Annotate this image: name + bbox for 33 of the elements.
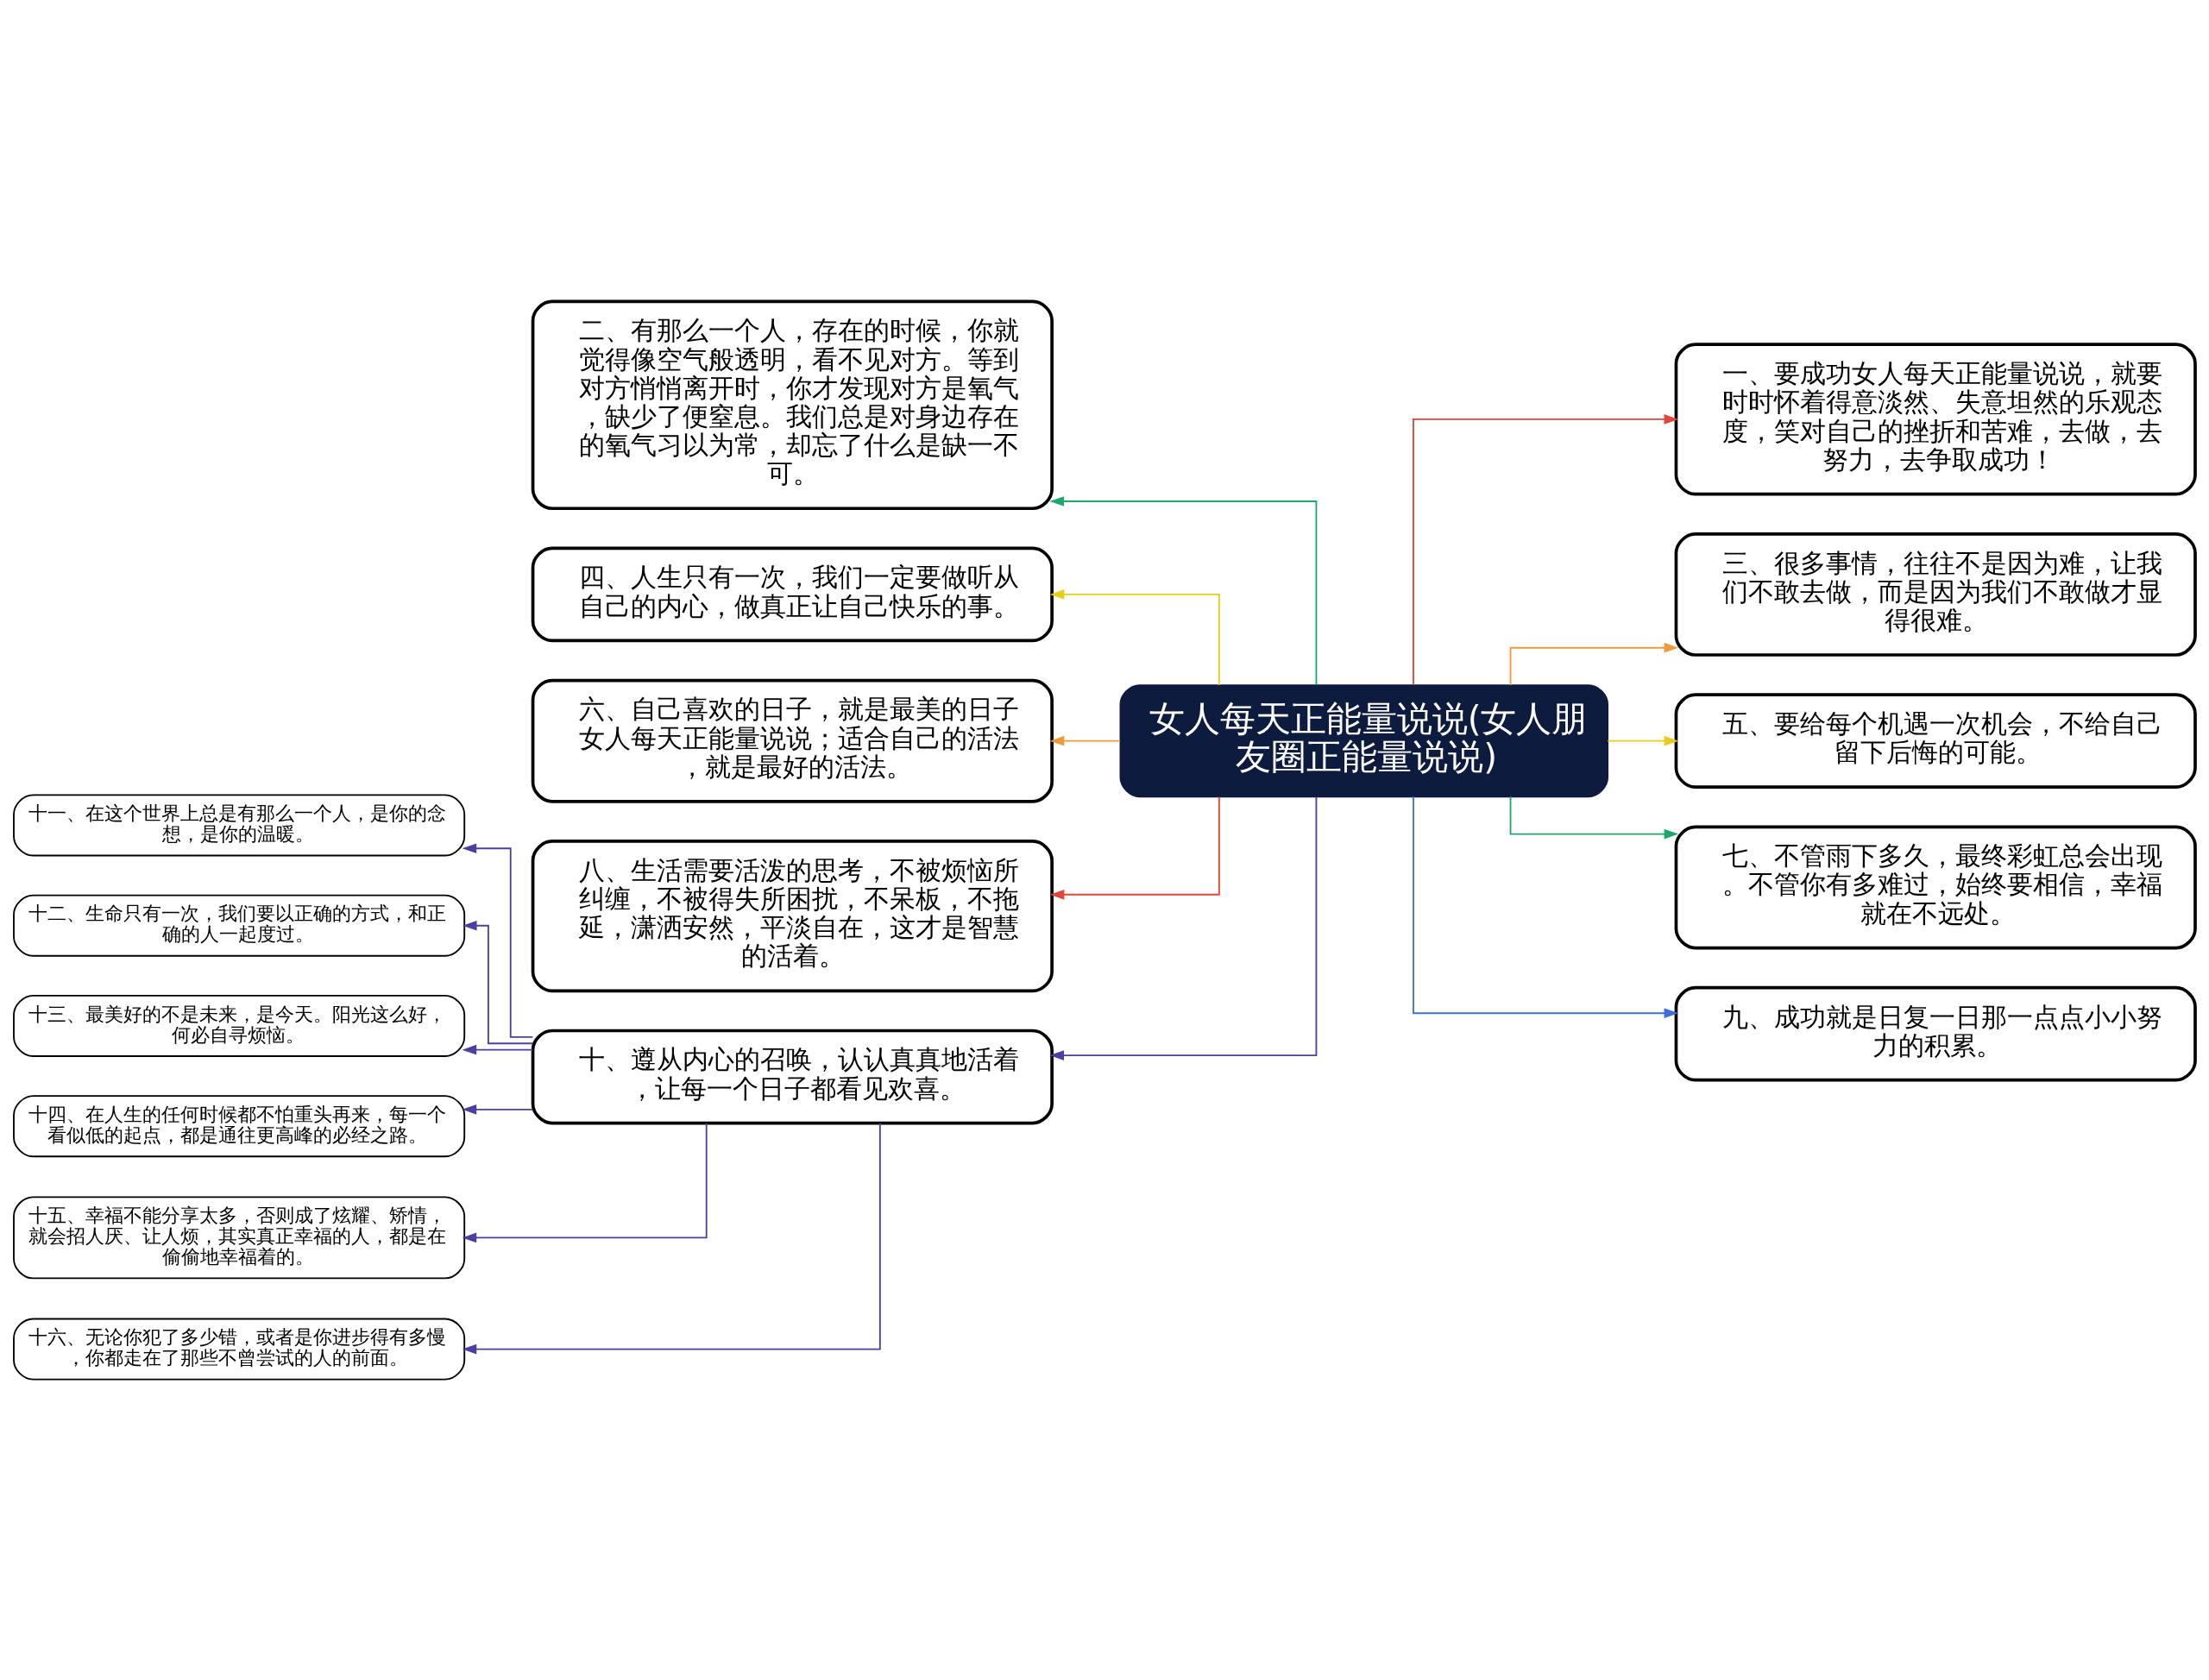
node-box: 九、成功就是日复一日那一点点小小努力的积累。 bbox=[1674, 985, 2197, 1082]
arrow bbox=[1607, 735, 1679, 746]
arrow bbox=[462, 842, 534, 1038]
arrow bbox=[462, 920, 534, 1044]
node-box: 一、要成功女人每天正能量说说，就要时时怀着得意淡然、失意坦然的乐观态度，笑对自己的挫折和苦难，去做，去努力，去争取成功！ bbox=[1674, 342, 2197, 495]
node-box: 十、遵从内心的召唤，认认真真地活着，让每一个日子都看见欢喜。 bbox=[531, 1029, 1054, 1124]
node-box: 女人每天正能量说说(女人朋友圈正能量说说) bbox=[1119, 683, 1609, 797]
node-box: 十五、幸福不能分享太多，否则成了炫耀、矫情，就会招人厌、让人烦，其实真正幸福的人，都是在偷偷地幸福着的。 bbox=[13, 1195, 466, 1279]
node-box: 三、很多事情，往往不是因为难，让我们不敢去做，而是因为我们不敢做才显得很难。 bbox=[1674, 532, 2197, 657]
node-box: 十一、在这个世界上总是有那么一个人，是你的念想，是你的温暖。 bbox=[13, 794, 466, 856]
arrow bbox=[1049, 796, 1220, 900]
arrow bbox=[462, 1104, 534, 1115]
node-box: 五、要给每个机遇一次机会，不给自己留下后悔的可能。 bbox=[1674, 692, 2197, 789]
arrow bbox=[462, 1122, 881, 1354]
node-box: 六、自己喜欢的日子，就是最美的日子女人每天正能量说说；适合自己的活法，就是最好的活法。 bbox=[531, 678, 1054, 803]
node-box: 十三、最美好的不是未来，是今天。阳光这么好，何必自寻烦恼。 bbox=[13, 994, 466, 1057]
arrow bbox=[1049, 735, 1121, 746]
arrow bbox=[1049, 495, 1318, 685]
node-box: 八、生活需要活泼的思考，不被烦恼所纠缠，不被得失所困扰，不呆板，不拖延，潇洒安然，平淡自在，这才是智慧的活着。 bbox=[531, 839, 1054, 992]
arrow bbox=[1049, 588, 1220, 686]
arrow bbox=[1413, 413, 1679, 686]
node-box: 十六、无论你犯了多少错，或者是你进步得有多慢，你都走在了那些不曾尝试的人的前面。 bbox=[13, 1318, 466, 1381]
arrow bbox=[1509, 642, 1679, 686]
arrow bbox=[1509, 795, 1679, 839]
arrow bbox=[462, 1122, 708, 1243]
node-box: 二、有那么一个人，存在的时候，你就觉得像空气般透明，看不见对方。等到对方悄悄离开时，你才发现对方是氧气，缺少了便窒息。我们总是对身边存在的氧气习以为常，却忘了什么是缺一不可。 bbox=[531, 299, 1054, 510]
node-box: 十二、生命只有一次，我们要以正确的方式，和正确的人一起度过。 bbox=[13, 894, 466, 957]
node-box: 四、人生只有一次，我们一定要做听从自己的内心，做真正让自己快乐的事。 bbox=[531, 546, 1054, 642]
node-box: 七、不管雨下多久，最终彩虹总会出现。不管你有多难过，始终要相信，幸福就在不远处。 bbox=[1674, 824, 2197, 949]
arrow bbox=[462, 1044, 534, 1054]
arrow bbox=[1049, 796, 1318, 1060]
node-box: 十四、在人生的任何时候都不怕重头再来，每一个看似低的起点，都是通往更高峰的必经之路。 bbox=[13, 1094, 466, 1157]
arrow bbox=[1413, 795, 1679, 1018]
